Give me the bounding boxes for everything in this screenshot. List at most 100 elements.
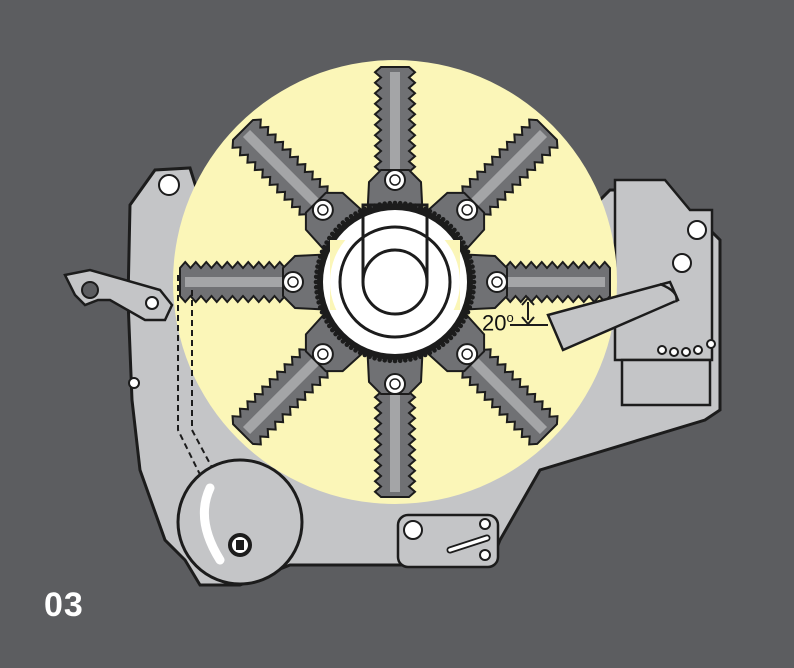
gear-tooth — [321, 244, 327, 250]
gear-tooth — [471, 274, 477, 280]
gear-tooth — [413, 356, 418, 361]
gear-tooth — [315, 264, 320, 269]
gear-tooth — [315, 295, 320, 300]
wheel-arm — [231, 118, 374, 261]
gear-tooth — [353, 211, 358, 216]
arm-pivot-inner — [287, 276, 299, 288]
gear-tooth — [440, 342, 446, 348]
gear-tooth — [344, 217, 350, 222]
indicator-dots — [657, 339, 716, 357]
gear-tooth — [321, 314, 327, 320]
central-hub — [313, 200, 477, 364]
arm-pivot — [384, 373, 406, 395]
gear-tooth — [333, 227, 338, 233]
arm-strip — [390, 384, 400, 492]
step-number: 03 — [44, 586, 84, 624]
gear-tooth — [458, 235, 464, 241]
arm-strip — [463, 129, 548, 214]
gear-tooth — [455, 231, 461, 237]
arm-pivot-inner — [491, 276, 503, 288]
gear-tooth — [469, 259, 474, 264]
arm-pivot-inner — [461, 204, 473, 216]
gear-tooth — [427, 208, 433, 214]
gear-tooth — [367, 354, 372, 360]
gear-tooth — [327, 235, 332, 241]
gear-tooth — [382, 358, 388, 363]
gear-tooth — [422, 352, 428, 358]
gear-tooth — [324, 319, 329, 324]
gear-tooth — [387, 358, 393, 364]
gear-tooth — [461, 319, 466, 324]
gear-tooth — [313, 284, 319, 290]
arm-pivot-inner — [389, 378, 401, 390]
arm-strip — [497, 277, 605, 287]
lever-arm — [546, 280, 680, 352]
gear-tooth — [403, 358, 408, 363]
gear-tooth — [319, 309, 325, 315]
arm-pivot — [311, 198, 334, 221]
gear-tooth — [452, 331, 457, 337]
gear-tooth — [461, 240, 466, 245]
gear-tooth — [362, 352, 368, 358]
gear-tooth — [455, 327, 461, 333]
gear-tooth — [330, 327, 335, 333]
frame-hole-left — [128, 377, 140, 389]
gear-tooth — [397, 358, 403, 364]
arm-strip — [242, 129, 327, 214]
gear-tooth — [418, 354, 423, 360]
gear-tooth — [436, 345, 442, 351]
gear-tooth — [467, 254, 473, 259]
gear-tooth — [440, 217, 446, 222]
gear-tooth — [470, 264, 475, 269]
gear-tooth — [330, 231, 335, 237]
gear-tooth — [444, 220, 450, 225]
gear-tooth — [316, 300, 322, 305]
gear-tooth — [427, 350, 433, 356]
arm-pivot — [486, 271, 508, 293]
gear-tooth — [314, 290, 320, 295]
arm-strip — [390, 72, 400, 180]
gear-tooth — [469, 300, 474, 305]
gear-tooth — [317, 254, 323, 259]
gear-tooth — [408, 357, 413, 362]
gear-tooth — [444, 339, 450, 344]
gear-tooth — [467, 305, 473, 310]
gear-tooth — [316, 259, 322, 264]
gear-tooth — [471, 290, 476, 295]
rotary-knob-icon — [176, 458, 304, 586]
gear-tooth — [357, 208, 363, 214]
arm-pivot — [456, 343, 479, 366]
gear-tooth — [465, 309, 471, 315]
gear-tooth — [463, 244, 469, 250]
housing-hole-mid — [672, 253, 692, 273]
arm-pivot — [456, 198, 479, 221]
slotted-plate-icon — [396, 513, 500, 569]
gear-tooth — [317, 305, 323, 310]
gear-tooth — [336, 335, 342, 341]
gear-tooth — [392, 358, 398, 364]
gear-teeth — [313, 200, 477, 364]
hook-latch-icon — [63, 268, 174, 322]
gear-tooth — [314, 269, 320, 275]
arm-pivot — [282, 271, 304, 293]
arm-pivot-inner — [317, 204, 329, 216]
gear-tooth — [340, 220, 346, 225]
arm-strip — [242, 350, 327, 435]
gear-tooth — [452, 227, 457, 233]
arm-pivot — [384, 169, 406, 191]
gear-tooth — [432, 348, 437, 353]
gear-tooth — [357, 350, 363, 356]
angle-label: 20o — [482, 310, 514, 336]
gear-tooth — [313, 279, 319, 285]
gear-tooth — [340, 339, 346, 344]
arm-pivot-inner — [317, 348, 329, 360]
gear-tooth — [471, 279, 477, 285]
arm-pivot-inner — [389, 174, 401, 186]
arm-strip — [185, 277, 293, 287]
gear-tooth — [465, 249, 471, 255]
angle-annotation — [510, 296, 548, 326]
arm-pivot — [311, 343, 334, 366]
gear-tooth — [436, 214, 442, 219]
